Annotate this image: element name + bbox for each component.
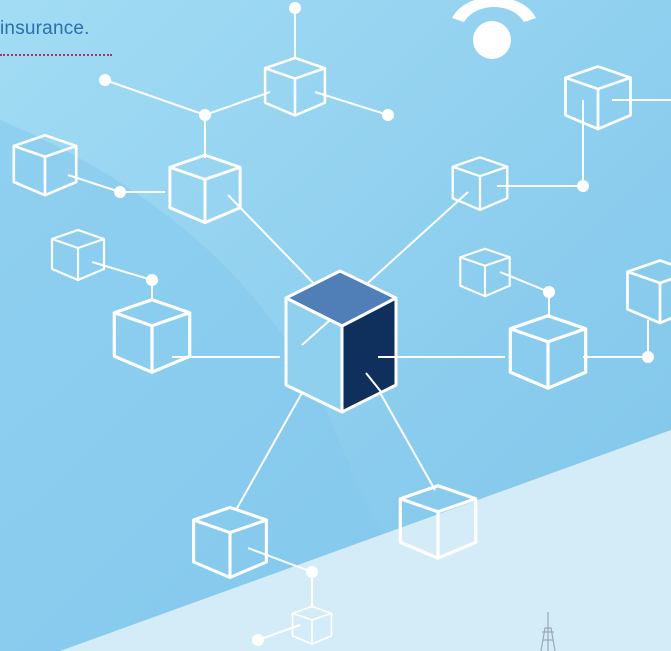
caption-text: insurance. bbox=[0, 18, 90, 39]
dotted-rule bbox=[0, 54, 112, 56]
central-cube bbox=[284, 269, 398, 414]
wifi-icon bbox=[452, 0, 536, 59]
ground-plane bbox=[60, 430, 671, 651]
network-nodes bbox=[99, 2, 654, 646]
tower-icon bbox=[540, 612, 556, 651]
background-swoosh bbox=[0, 120, 440, 651]
network-connector-lines bbox=[67, 8, 671, 641]
